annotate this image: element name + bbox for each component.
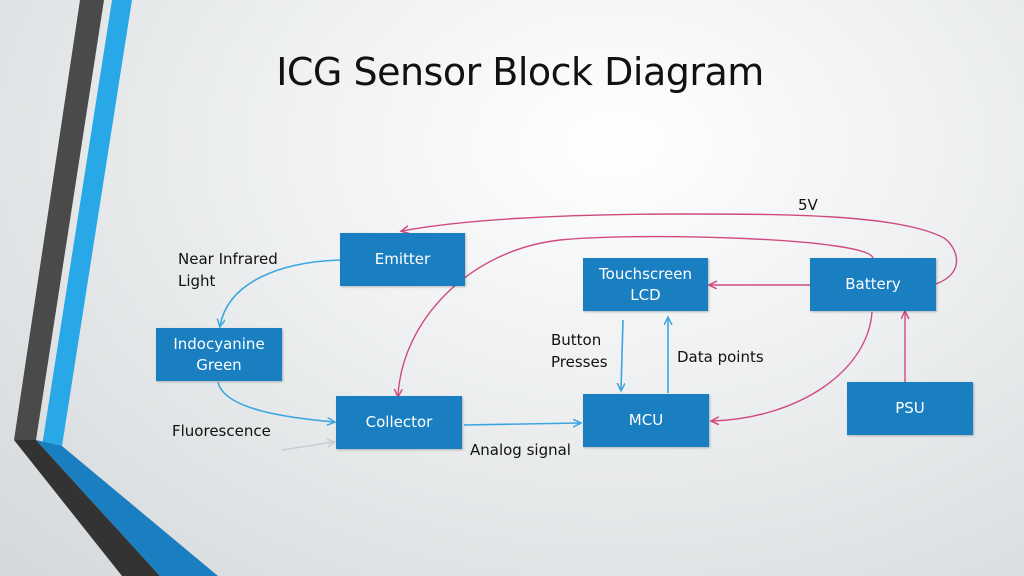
near-infrared-label: Near Infrared Light bbox=[178, 250, 278, 290]
data-points-label: Data points bbox=[677, 348, 764, 366]
button-presses-label: Button Presses bbox=[551, 331, 608, 371]
analog-signal-label: Analog signal bbox=[470, 441, 571, 459]
arrow-emitter-to-icg bbox=[220, 259, 341, 326]
arrow-icg-to-collector bbox=[217, 381, 334, 422]
indocyanine-green-block: Indocyanine Green bbox=[156, 328, 282, 381]
accent-dark-stripe bbox=[14, 0, 104, 440]
five-volt-label: 5V bbox=[798, 196, 818, 214]
emitter-block: Emitter bbox=[340, 233, 465, 286]
accent-blue-lower bbox=[36, 440, 218, 576]
collector-block: Collector bbox=[336, 396, 462, 449]
accent-dark-lower bbox=[14, 440, 160, 576]
accent-blue-stripe bbox=[42, 0, 132, 446]
arrow-fluorescence bbox=[281, 442, 334, 451]
psu-block: PSU bbox=[847, 382, 973, 435]
arrow-lcd-to-mcu bbox=[621, 319, 623, 390]
slide-title: ICG Sensor Block Diagram bbox=[276, 50, 764, 94]
touchscreen-lcd-block: Touchscreen LCD bbox=[583, 258, 708, 311]
arrow-battery-to-collector bbox=[398, 235, 874, 396]
arrow-battery-to-emitter bbox=[402, 213, 958, 285]
fluorescence-label: Fluorescence bbox=[172, 422, 271, 440]
arrow-battery-to-mcu bbox=[712, 311, 873, 421]
mcu-block: MCU bbox=[583, 394, 709, 447]
battery-block: Battery bbox=[810, 258, 936, 311]
arrow-collector-to-mcu bbox=[463, 423, 580, 425]
